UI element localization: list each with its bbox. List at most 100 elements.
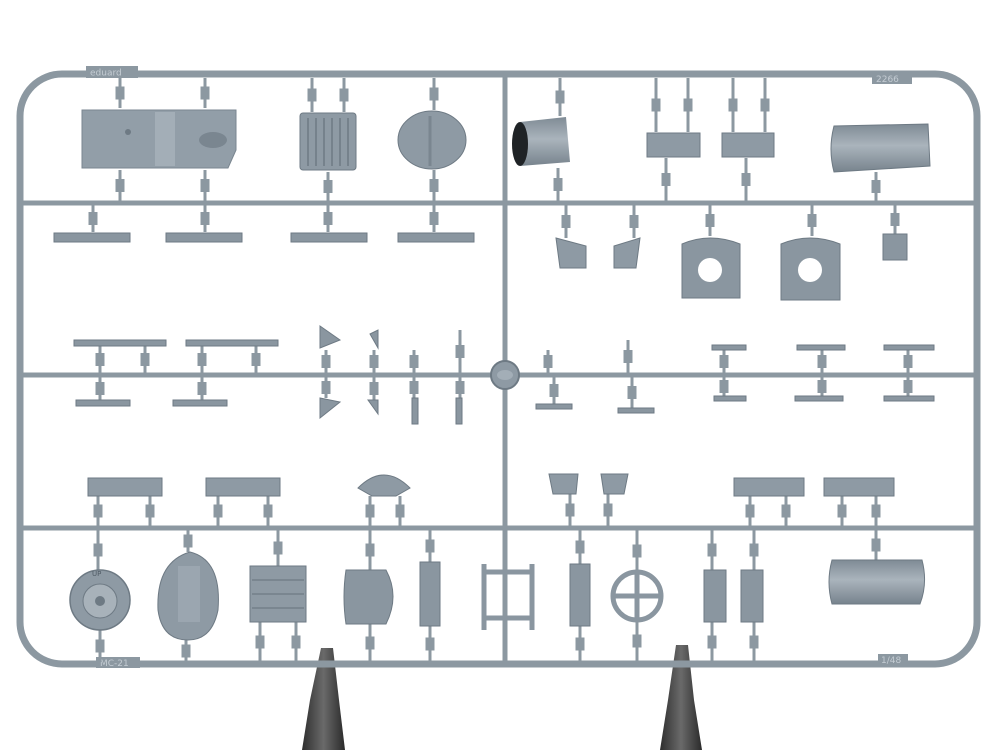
part-number-tab [140,353,150,366]
part-panel-row4-left [87,477,281,497]
part-wheel-cross [610,569,664,623]
part-number-tab [651,98,661,112]
part-number-tab [95,382,105,395]
part-struts-row3 [73,325,935,425]
part-number-tab [837,504,847,518]
part-number-tab [263,504,273,518]
part-oval-panel [157,551,219,641]
part-number-tab [575,637,585,651]
part-ladder [481,564,535,630]
part-number-top-right: 2266 [876,75,899,85]
part-number-tab [903,380,913,393]
part-number-tab [255,635,265,649]
part-clamp-pair [555,237,641,269]
part-number-tab [707,543,717,557]
part-number-tab [95,353,105,366]
part-cockpit-floor [81,109,237,169]
part-number-tab [429,87,439,101]
part-number-tab [781,504,791,518]
part-number-tab [409,381,419,394]
part-number-tab [409,355,419,368]
part-number-tab [365,636,375,650]
part-number-tab [365,504,375,518]
part-number-tab [200,212,210,225]
part-number-tab [323,180,333,193]
part-number-tab [183,534,193,548]
part-number-tab [683,98,693,112]
part-panel-row4-right [733,477,895,497]
part-number-tab [197,353,207,366]
part-armor-plate-right [780,237,841,301]
part-number-tab [705,214,715,227]
display-stand-left [302,648,345,750]
part-armor-plate-left [681,237,741,299]
part-number-tab [425,539,435,553]
part-half-disc [343,569,394,625]
part-number-tab [707,635,717,649]
part-number-tab [719,380,729,393]
part-cowling-ring [512,117,570,166]
part-number-tab [632,634,642,648]
part-bulkhead-round [397,110,467,170]
part-number-tab [728,98,738,112]
part-number-tab [632,544,642,558]
part-strips-row2 [53,232,475,243]
part-number-tab [321,381,331,394]
part-number-tab [749,543,759,557]
part-number-tab [251,353,261,366]
part-number-tab [807,214,817,227]
part-number-tab [339,88,349,102]
part-number-bottom-right: 1/48 [881,656,901,666]
part-number-tab [93,504,103,518]
part-engine-face-up: UP [69,569,131,631]
part-number-tab [719,355,729,368]
part-number-tab [553,178,563,191]
part-number-tab [200,179,210,192]
part-number-tab [323,212,333,225]
part-number-tab [429,212,439,225]
part-number-tab [760,98,770,112]
part-number-bottom-left: MC-21 [100,659,129,669]
part-number-tab [115,86,125,100]
part-number-tab [903,355,913,368]
sprue-gates [88,78,913,662]
part-small-block [882,233,908,261]
part-number-tab [455,345,465,358]
part-number-tab [273,541,283,555]
part-number-tab [88,212,98,225]
part-fuselage-half-upper [830,123,931,173]
part-bracket-pair [646,132,775,158]
part-number-tab [395,504,405,518]
part-number-tab [817,380,827,393]
part-clips-row4 [548,473,629,495]
part-number-tab [603,503,613,517]
part-number-tab [575,540,585,554]
part-fuselage-half-lower [828,559,926,605]
part-number-tab [741,173,751,186]
part-number-tab [549,384,559,397]
brand-mark-label: eduard [90,69,122,79]
frame-labels: eduard 2266 MC-21 1/48 [86,66,912,669]
part-number-tab [200,86,210,100]
part-number-tab [115,179,125,192]
part-number-tab [543,355,553,368]
part-number-tab [145,504,155,518]
part-number-tab [93,543,103,557]
part-hub-center [490,360,520,390]
part-number-tab [871,504,881,518]
part-radiator [249,565,307,623]
part-number-tab [749,635,759,649]
part-number-tab [745,504,755,518]
part-number-tab [890,213,900,226]
part-seat-frame [357,474,411,497]
part-number-tab [197,382,207,395]
part-number-tab [365,543,375,557]
part-number-tab [425,637,435,651]
part-number-tab [661,173,671,186]
part-number-tab [627,386,637,399]
part-number-tab [307,88,317,102]
part-narrow-strips [419,561,764,627]
part-engine-block [299,112,357,171]
part-number-tab [95,639,105,653]
